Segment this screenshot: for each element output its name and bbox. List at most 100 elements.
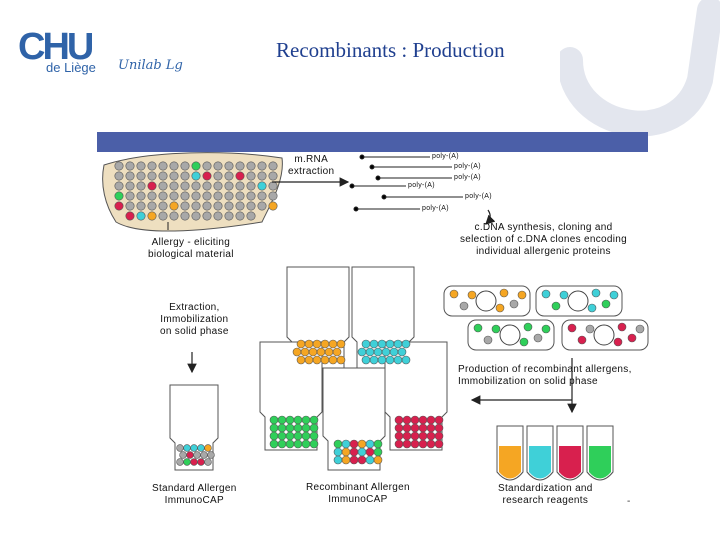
particle: [235, 191, 245, 201]
particle: [246, 201, 256, 211]
particle: [235, 181, 245, 191]
particle: [213, 181, 223, 191]
particle: [635, 324, 645, 334]
particle: [191, 181, 201, 191]
chu-logo: CHU de Liège Unilab Lg: [14, 20, 194, 84]
particle: [316, 347, 326, 357]
particle: [301, 439, 311, 449]
particle: [304, 355, 314, 365]
particle: [434, 423, 444, 433]
particle: [158, 161, 168, 171]
particle: [341, 447, 351, 457]
particle: [309, 423, 319, 433]
particle: [202, 181, 212, 191]
particle: [158, 191, 168, 201]
particle: [246, 181, 256, 191]
particle: [336, 339, 346, 349]
particle: [541, 289, 551, 299]
polya-label: poly-(A): [465, 193, 492, 200]
particle: [373, 447, 383, 457]
particle: [361, 339, 371, 349]
particle: [235, 201, 245, 211]
particle: [567, 323, 577, 333]
particle: [333, 455, 343, 465]
particle: [426, 439, 436, 449]
particle: [268, 171, 278, 181]
particle: [459, 301, 469, 311]
polya-label: poly-(A): [422, 205, 449, 212]
logo-lab: Unilab Lg: [118, 58, 183, 73]
particle: [373, 347, 383, 357]
particle: [224, 191, 234, 201]
standard-cap-particles: [176, 444, 215, 466]
particle: [204, 444, 212, 452]
particle: [517, 290, 527, 300]
particle: [357, 439, 367, 449]
particle: [197, 458, 205, 466]
particle: [213, 211, 223, 221]
particle: [300, 347, 310, 357]
particle: [365, 455, 375, 465]
clone-colonies: [449, 288, 645, 347]
particle: [394, 439, 404, 449]
particle: [268, 161, 278, 171]
particle: [213, 191, 223, 201]
logo-brand: CHU: [18, 26, 94, 68]
particle: [301, 431, 311, 441]
particle: [193, 451, 201, 459]
particle: [320, 355, 330, 365]
particle: [410, 415, 420, 425]
particle: [213, 201, 223, 211]
particle: [235, 211, 245, 221]
particle: [257, 161, 267, 171]
particle: [190, 444, 198, 452]
particle: [617, 322, 627, 332]
polya-label: poly-(A): [408, 182, 435, 189]
corner-decoration: [560, 0, 720, 137]
particle: [213, 171, 223, 181]
particle: [613, 337, 623, 347]
particle: [541, 324, 551, 334]
particle: [365, 447, 375, 457]
particle: [418, 431, 428, 441]
particle: [257, 171, 267, 181]
figure-header-bar: [97, 132, 648, 152]
particle: [357, 447, 367, 457]
particle: [269, 439, 279, 449]
particle: [394, 423, 404, 433]
particle: [499, 288, 509, 298]
particle: [426, 423, 436, 433]
particle: [257, 201, 267, 211]
particle: [397, 347, 407, 357]
particle: [434, 439, 444, 449]
particle: [361, 355, 371, 365]
polya-label: poly-(A): [454, 174, 481, 181]
particle: [401, 355, 411, 365]
particle: [125, 211, 135, 221]
particle: [402, 439, 412, 449]
cdna-arrow: [485, 209, 496, 225]
particle: [269, 431, 279, 441]
particle: [559, 290, 569, 300]
particle: [136, 211, 146, 221]
particle: [169, 171, 179, 181]
particle: [285, 423, 295, 433]
particle: [114, 191, 124, 201]
particle: [277, 439, 287, 449]
particle: [519, 337, 529, 347]
particle: [495, 303, 505, 313]
particle: [401, 339, 411, 349]
particle: [349, 447, 359, 457]
particle: [268, 181, 278, 191]
particle: [312, 339, 322, 349]
particle: [381, 347, 391, 357]
particle: [202, 191, 212, 201]
particle: [385, 355, 395, 365]
particle: [169, 161, 179, 171]
particle: [202, 211, 212, 221]
particle: [169, 211, 179, 221]
particle: [402, 431, 412, 441]
particle: [179, 451, 187, 459]
